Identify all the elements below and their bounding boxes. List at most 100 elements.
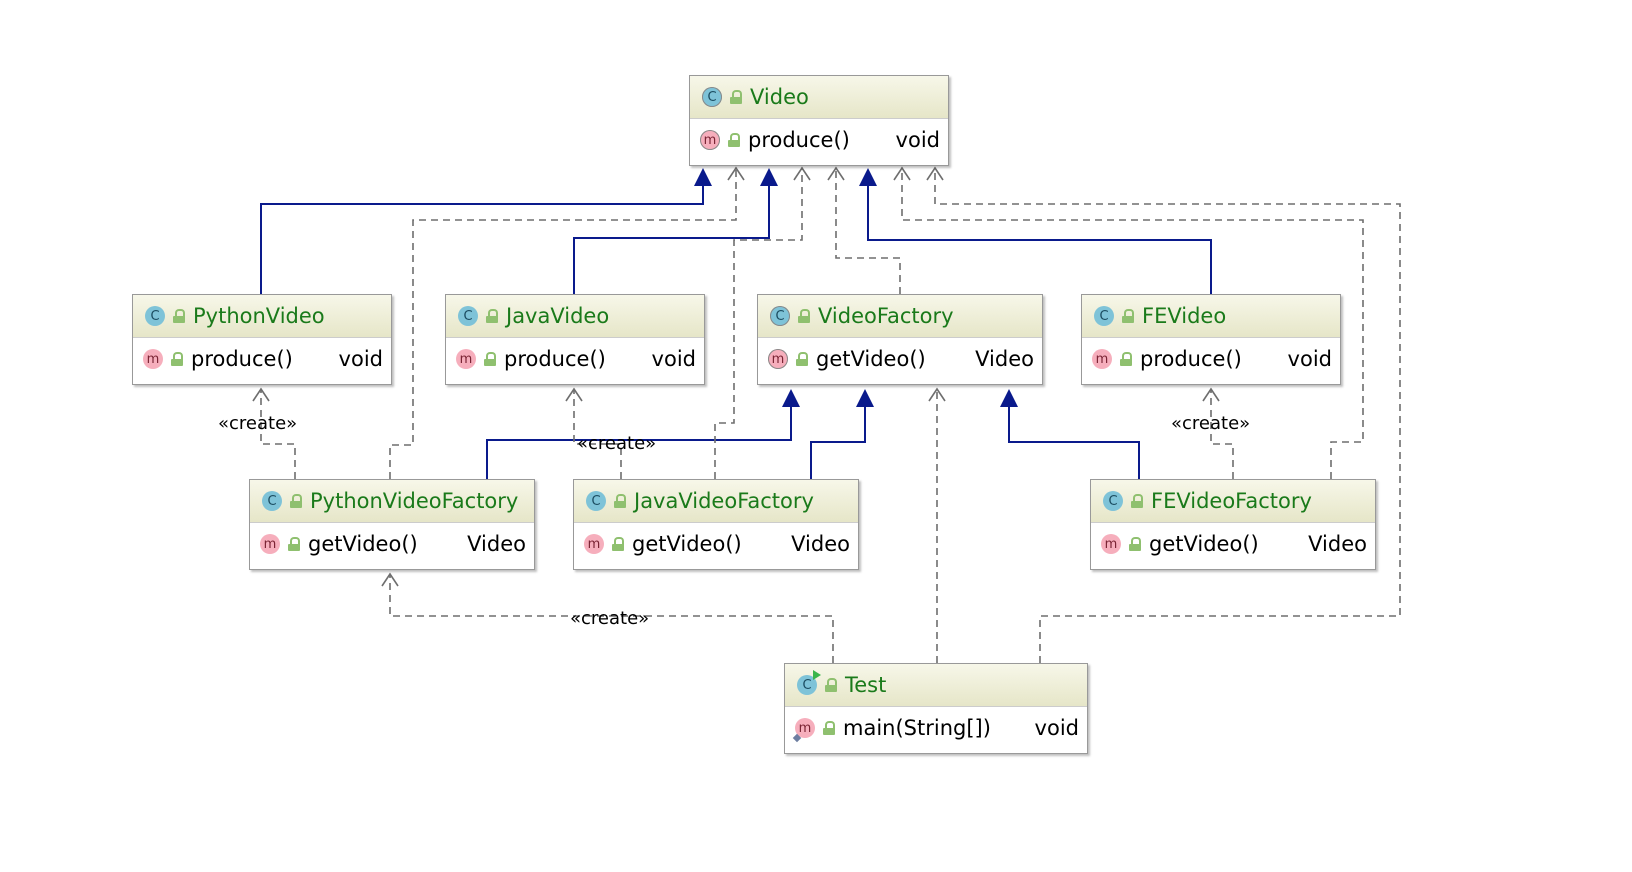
method-name: produce(): [1140, 347, 1242, 371]
class-icon: C: [586, 491, 606, 511]
class-name: PythonVideo: [193, 304, 325, 328]
inheritance-edge-java-video-factory-to-video-factory: [810, 389, 874, 479]
dependency-arrowhead: [928, 387, 946, 402]
public-access-icon: [171, 352, 183, 366]
class-header: C JavaVideoFactory: [574, 480, 858, 523]
edge-line: [389, 168, 737, 479]
method-icon: m: [1101, 534, 1121, 554]
method-name: getVideo(): [308, 532, 418, 556]
class-name: JavaVideoFactory: [634, 489, 814, 513]
public-access-icon: [1120, 352, 1132, 366]
method-icon: m: [584, 534, 604, 554]
method-name: getVideo(): [632, 532, 742, 556]
return-type: void: [1287, 347, 1332, 371]
class-java-video-factory[interactable]: C JavaVideoFactory m getVideo() Video: [573, 479, 859, 570]
method-row[interactable]: m produce() void: [446, 338, 704, 380]
return-type: void: [651, 347, 696, 371]
method-name: produce(): [748, 128, 850, 152]
run-icon: [813, 670, 821, 680]
dependency-arrowhead: [252, 387, 270, 402]
return-type: Video: [1308, 532, 1367, 556]
class-icon: C: [1103, 491, 1123, 511]
return-type: Video: [467, 532, 526, 556]
class-icon: C: [262, 491, 282, 511]
public-access-icon: [1131, 494, 1143, 508]
abstract-method-icon: m: [700, 130, 720, 150]
method-name: getVideo(): [1149, 532, 1259, 556]
dependency-arrowhead: [926, 166, 944, 181]
class-header: C PythonVideoFactory: [250, 480, 534, 523]
abstract-class-icon: C: [702, 87, 722, 107]
class-icon: C: [458, 306, 478, 326]
dependency-arrowhead: [727, 166, 745, 181]
create-stereotype-label: «create»: [218, 413, 298, 434]
method-row[interactable]: m getVideo() Video: [1091, 523, 1375, 565]
edge-line: [835, 168, 901, 294]
create-stereotype-label: «create»: [577, 433, 657, 454]
public-access-icon: [484, 352, 496, 366]
edge-line: [486, 407, 792, 479]
class-name: JavaVideo: [506, 304, 610, 328]
public-access-icon: [823, 721, 835, 735]
edge-line: [573, 186, 770, 294]
abstract-class-icon: C: [770, 306, 790, 326]
inheritance-edge-java-video-to-video: [573, 168, 778, 294]
dependency-edge-python-video-factory-to-video: [389, 166, 745, 479]
method-name: produce(): [191, 347, 293, 371]
create-stereotype-label: «create»: [570, 608, 650, 629]
public-access-icon: [290, 494, 302, 508]
method-icon: m: [792, 718, 815, 743]
edge-line: [389, 574, 834, 663]
class-header: C VideoFactory: [758, 295, 1042, 338]
public-access-icon: [288, 537, 300, 551]
class-name: PythonVideoFactory: [310, 489, 519, 513]
public-access-icon: [173, 309, 185, 323]
class-header: C JavaVideo: [446, 295, 704, 338]
class-java-video[interactable]: C JavaVideo m produce() void: [445, 294, 705, 385]
inheritance-edge-fe-video-to-video: [859, 168, 1212, 294]
runnable-class-icon: C: [797, 670, 821, 695]
dependency-edge-test-to-video: [926, 166, 1401, 663]
public-access-icon: [486, 309, 498, 323]
method-row[interactable]: m getVideo() Video: [574, 523, 858, 565]
return-type: Video: [791, 532, 850, 556]
edge-line: [260, 389, 296, 479]
dependency-arrowhead: [827, 166, 845, 181]
edge-line: [867, 186, 1212, 294]
public-access-icon: [730, 90, 742, 104]
dependency-arrowhead: [381, 572, 399, 587]
method-icon: m: [456, 349, 476, 369]
public-access-icon: [1129, 537, 1141, 551]
public-access-icon: [825, 678, 837, 692]
method-name: produce(): [504, 347, 606, 371]
dependency-edge-python-video-factory-to-python-video: [252, 387, 296, 479]
abstract-method-icon: m: [768, 349, 788, 369]
return-type: Video: [975, 347, 1034, 371]
dependency-arrowhead: [1202, 387, 1220, 402]
dependency-edge-fe-video-factory-to-video: [893, 166, 1364, 479]
public-access-icon: [1122, 309, 1134, 323]
inheritance-edge-python-video-to-video: [260, 168, 712, 294]
class-name: VideoFactory: [818, 304, 954, 328]
edge-line: [573, 389, 622, 479]
dependency-edge-video-factory-to-video: [827, 166, 901, 294]
class-name: FEVideo: [1142, 304, 1227, 328]
edge-line: [1210, 389, 1234, 479]
